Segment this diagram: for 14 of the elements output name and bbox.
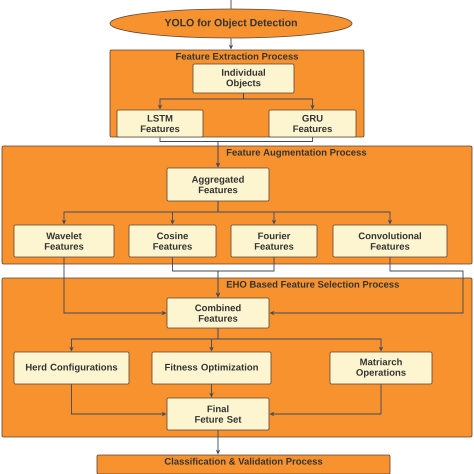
process-box: LSTM Features	[116, 110, 204, 138]
process-box: GRU Features	[268, 110, 356, 138]
process-box: Combined Features	[166, 298, 270, 328]
process-box: Fourier Features	[230, 224, 318, 258]
process-box: Cosine Features	[128, 224, 216, 258]
process-box: Fitness Optimization	[152, 352, 272, 384]
process-box: Matriarch Operations	[330, 352, 432, 384]
process-box: Herd Configurations	[14, 352, 130, 384]
process-box: Final Feture Set	[166, 398, 270, 430]
process-group: Classification & Validation Process	[96, 454, 390, 474]
process-box: Individual Objects	[192, 64, 294, 94]
process-box: Wavelet Features	[14, 224, 114, 258]
process-box: Aggregated Features	[166, 168, 270, 202]
process-box: Convolutional Features	[332, 224, 448, 258]
